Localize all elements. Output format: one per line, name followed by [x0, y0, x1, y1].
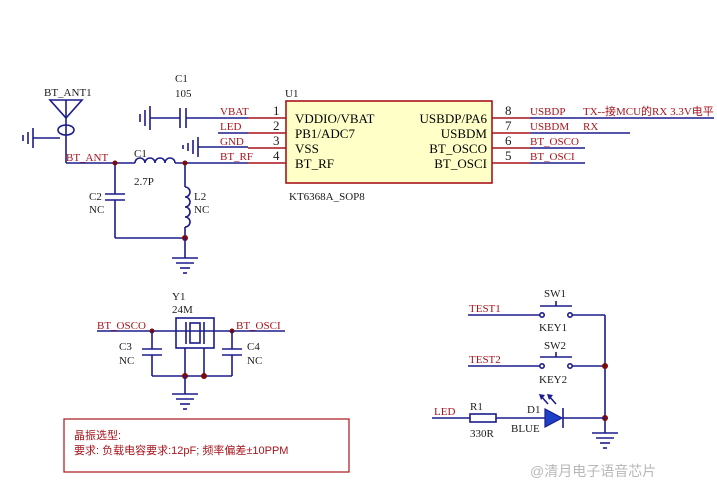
crystal-ref: Y1	[172, 291, 185, 303]
led-diode-symbol	[539, 394, 564, 428]
pin1-net: VBAT	[220, 106, 249, 118]
ic-body	[285, 100, 493, 184]
pin1-number: 1	[273, 103, 280, 118]
pin8-net: USBDP	[530, 106, 565, 118]
sw2-symbol	[538, 352, 573, 369]
l2-ref: L2	[194, 191, 206, 203]
crystal-note-title: 晶振选型:	[74, 428, 121, 442]
crystal-symbol	[175, 317, 215, 349]
sw1-label: KEY1	[539, 322, 567, 334]
ground-symbol-bypass	[139, 106, 151, 130]
antenna-ref: BT_ANT1	[44, 87, 92, 99]
ground-symbol-match	[172, 257, 198, 274]
pin5-net: BT_OSCI	[530, 151, 575, 163]
c1-match-ref: C1	[134, 148, 147, 160]
usbdp-note: TX--接MCU的RX 3.3V电平	[583, 104, 714, 118]
ground-symbol-keys	[592, 432, 618, 449]
c1-match-value: 2.7P	[134, 176, 154, 188]
ground-symbol-crystal	[172, 393, 198, 410]
pin5-number: 5	[505, 148, 512, 163]
pin3-number: 3	[273, 133, 280, 148]
d1-ref: D1	[527, 404, 540, 416]
pin4-name: BT_RF	[295, 156, 334, 171]
pin8-number: 8	[505, 103, 512, 118]
pin6-name: BT_OSCO	[429, 141, 487, 156]
c3-ref: C3	[119, 341, 132, 353]
pin2-name: PB1/ADC7	[295, 126, 355, 141]
c3-value: NC	[119, 355, 134, 367]
pin8-name: USBDP/PA6	[420, 111, 488, 126]
pin2-number: 2	[273, 118, 280, 133]
crystal-note-box	[63, 418, 350, 473]
r1-resistor	[469, 413, 497, 423]
crystal-note-body: 要求: 负载电容要求:12pF; 频率偏差±10PPM	[74, 443, 288, 457]
pin1-name: VDDIO/VBAT	[295, 111, 375, 126]
r1-value: 330R	[470, 428, 495, 440]
pin4-net: BT_RF	[220, 151, 253, 163]
pin7-name: USBDM	[441, 126, 488, 141]
d1-value: BLUE	[511, 423, 540, 435]
usbdm-note: RX	[583, 121, 598, 133]
pin6-number: 6	[505, 133, 512, 148]
pin6-net: BT_OSCO	[530, 136, 579, 148]
c1-match-coil	[134, 157, 176, 164]
crystal-value: 24M	[172, 304, 193, 316]
sw2-label: KEY2	[539, 374, 567, 386]
bypass-cap-ref: C1	[175, 73, 188, 85]
bypass-cap-value: 105	[175, 88, 192, 100]
l2-value: NC	[194, 204, 209, 216]
ic-ref: U1	[285, 88, 298, 100]
pin3-net: GND	[220, 136, 244, 148]
pin7-net: USBDM	[530, 121, 569, 133]
ground-symbol-antenna	[22, 128, 34, 148]
c2-value: NC	[89, 204, 104, 216]
pin4-number: 4	[273, 148, 280, 163]
watermark: @清月电子语音芯片	[530, 463, 656, 479]
sw1-net: TEST1	[469, 303, 501, 315]
sw1-symbol	[538, 301, 573, 318]
pin3-name: VSS	[295, 141, 319, 156]
sw2-net: TEST2	[469, 354, 501, 366]
crystal-net-right: BT_OSCI	[236, 320, 281, 332]
sw2-ref: SW2	[544, 340, 566, 352]
pin2-net: LED	[220, 121, 241, 133]
r1-ref: R1	[470, 401, 483, 413]
ic-part-number: KT6368A_SOP8	[289, 191, 365, 203]
pin7-number: 7	[505, 118, 512, 133]
led-net: LED	[434, 406, 455, 418]
antenna-symbol	[48, 99, 84, 163]
c4-ref: C4	[247, 341, 260, 353]
ground-symbol-vss	[182, 137, 199, 157]
crystal-net-left: BT_OSCO	[97, 320, 146, 332]
c4-value: NC	[247, 355, 262, 367]
net-bt-ant: BT_ANT	[66, 152, 108, 164]
sw1-ref: SW1	[544, 288, 566, 300]
pin5-name: BT_OSCI	[434, 156, 487, 171]
c2-ref: C2	[89, 191, 102, 203]
